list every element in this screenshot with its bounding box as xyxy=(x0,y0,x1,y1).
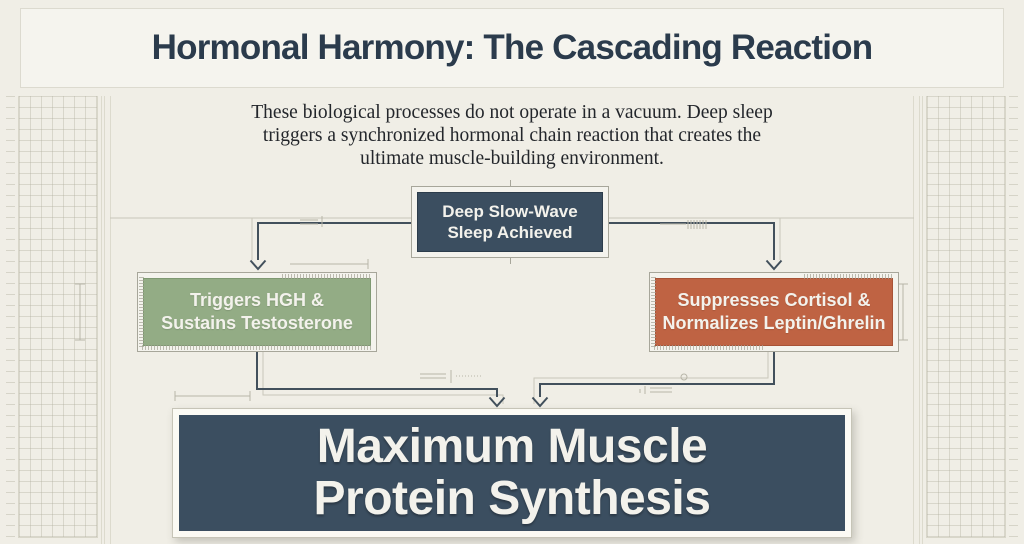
intro-line-2: triggers a synchronized hormonal chain r… xyxy=(262,125,762,146)
circle-mark xyxy=(680,373,688,381)
node-frame-hgh: Triggers HGH & Sustains Testosterone xyxy=(137,272,377,352)
node-cortisol-line-2: Normalizes Leptin/Ghrelin xyxy=(662,313,886,333)
node-frame-synthesis: Maximum Muscle Protein Synthesis xyxy=(172,408,852,538)
content-right-boundary xyxy=(913,96,914,544)
node-cortisol-line-1: Suppresses Cortisol & xyxy=(677,290,871,310)
node-hgh: Triggers HGH & Sustains Testosterone xyxy=(143,278,371,346)
dimension-line xyxy=(174,391,251,401)
node-synthesis-line-1: Maximum Muscle xyxy=(316,420,708,473)
dimension-mark xyxy=(639,386,672,394)
node-sleep-line-1: Deep Slow-Wave xyxy=(442,202,578,221)
frame-tick xyxy=(510,180,511,186)
echo-hgh-to-synthesis xyxy=(262,352,504,404)
left-margin-line xyxy=(104,96,105,544)
connector-sleep-to-cortisol xyxy=(604,222,775,260)
node-hgh-line-1: Triggers HGH & xyxy=(189,290,325,310)
node-frame-cortisol: Suppresses Cortisol & Normalizes Leptin/… xyxy=(649,272,899,352)
connector-sleep-to-hgh xyxy=(257,222,420,260)
dimension-mark xyxy=(290,259,369,269)
hatch-strip xyxy=(142,345,372,350)
right-margin-line xyxy=(919,96,920,544)
hatch-mark xyxy=(660,220,707,229)
node-cortisol: Suppresses Cortisol & Normalizes Leptin/… xyxy=(655,278,893,346)
left-graph-paper xyxy=(18,96,98,538)
dimension-mark xyxy=(420,370,452,383)
intro-line-3: ultimate muscle-building environment. xyxy=(360,148,664,169)
intro-line-1: These biological processes do not operat… xyxy=(251,102,773,123)
dimension-line xyxy=(75,283,85,341)
frame-tick xyxy=(510,258,511,264)
hatch-strip xyxy=(804,274,894,279)
intro-paragraph: These biological processes do not operat… xyxy=(0,101,1024,170)
node-hgh-line-2: Sustains Testosterone xyxy=(161,313,353,333)
faint-guide-verticals xyxy=(251,218,781,260)
arrowhead-to-cortisol xyxy=(765,259,783,271)
echo-cortisol-to-synthesis xyxy=(533,352,769,404)
arrowhead-right-to-synthesis xyxy=(531,396,549,408)
content-left-boundary xyxy=(110,96,111,544)
left-margin-line xyxy=(101,96,102,544)
hatch-strip xyxy=(282,274,372,279)
arrowhead-to-hgh xyxy=(249,259,267,271)
node-sleep-line-2: Sleep Achieved xyxy=(447,223,573,242)
right-graph-paper xyxy=(926,96,1006,538)
node-sleep: Deep Slow-Wave Sleep Achieved xyxy=(417,192,603,252)
dimension-mark xyxy=(300,216,323,227)
connector-hgh-to-synthesis xyxy=(256,352,498,397)
dimension-line xyxy=(898,283,908,341)
node-synthesis-line-2: Protein Synthesis xyxy=(313,472,711,525)
arrowhead-left-to-synthesis xyxy=(488,396,506,408)
right-ruler-ticks xyxy=(1009,96,1018,544)
hatch-strip xyxy=(654,345,764,350)
left-ruler-ticks xyxy=(6,96,15,544)
hatch-strip xyxy=(139,277,144,347)
right-margin-line xyxy=(922,96,923,544)
connector-cortisol-to-synthesis xyxy=(539,352,775,397)
hatch-strip xyxy=(651,277,656,347)
node-frame-sleep: Deep Slow-Wave Sleep Achieved xyxy=(411,180,609,264)
header-band: Hormonal Harmony: The Cascading Reaction xyxy=(20,8,1004,88)
page-title: Hormonal Harmony: The Cascading Reaction xyxy=(151,28,873,67)
node-synthesis: Maximum Muscle Protein Synthesis xyxy=(179,415,845,531)
